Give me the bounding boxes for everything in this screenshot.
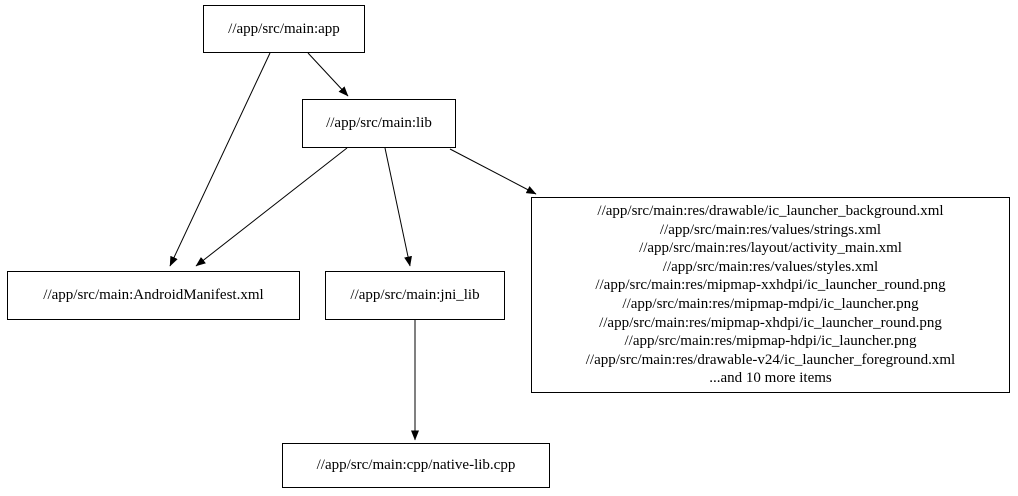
node-native-lib-cpp-label: //app/src/main:cpp/native-lib.cpp bbox=[316, 457, 516, 474]
node-android-manifest: //app/src/main:AndroidManifest.xml bbox=[7, 271, 300, 320]
node-jni-lib: //app/src/main:jni_lib bbox=[325, 271, 505, 320]
node-app-label: //app/src/main:app bbox=[228, 20, 340, 37]
res-line: //app/src/main:res/drawable/ic_launcher_… bbox=[597, 203, 944, 220]
edge-app-to-lib bbox=[307, 52, 349, 97]
node-jni-lib-label: //app/src/main:jni_lib bbox=[350, 287, 480, 304]
edge-lib-to-res-group bbox=[449, 148, 537, 195]
node-lib: //app/src/main:lib bbox=[302, 99, 456, 148]
res-line: //app/src/main:res/values/styles.xml bbox=[662, 258, 879, 275]
node-native-lib-cpp: //app/src/main:cpp/native-lib.cpp bbox=[282, 443, 550, 488]
res-line: //app/src/main:res/layout/activity_main.… bbox=[639, 240, 902, 257]
edge-app-to-manifest bbox=[169, 52, 271, 267]
edge-lib-to-jni-lib bbox=[384, 147, 412, 267]
res-line: //app/src/main:res/drawable-v24/ic_launc… bbox=[585, 351, 956, 368]
res-line: //app/src/main:res/values/strings.xml bbox=[659, 221, 882, 238]
res-line: //app/src/main:res/mipmap-xhdpi/ic_launc… bbox=[599, 314, 942, 331]
node-app: //app/src/main:app bbox=[203, 5, 365, 53]
res-line: //app/src/main:res/mipmap-xxhdpi/ic_laun… bbox=[595, 277, 946, 294]
node-android-manifest-label: //app/src/main:AndroidManifest.xml bbox=[43, 287, 264, 304]
node-res-group: //app/src/main:res/drawable/ic_launcher_… bbox=[531, 197, 1010, 393]
res-more-items: ...and 10 more items bbox=[709, 370, 832, 387]
node-lib-label: //app/src/main:lib bbox=[326, 115, 432, 132]
res-line: //app/src/main:res/mipmap-hdpi/ic_launch… bbox=[624, 333, 917, 350]
edge-lib-to-manifest bbox=[195, 147, 348, 267]
res-line: //app/src/main:res/mipmap-mdpi/ic_launch… bbox=[622, 296, 919, 312]
